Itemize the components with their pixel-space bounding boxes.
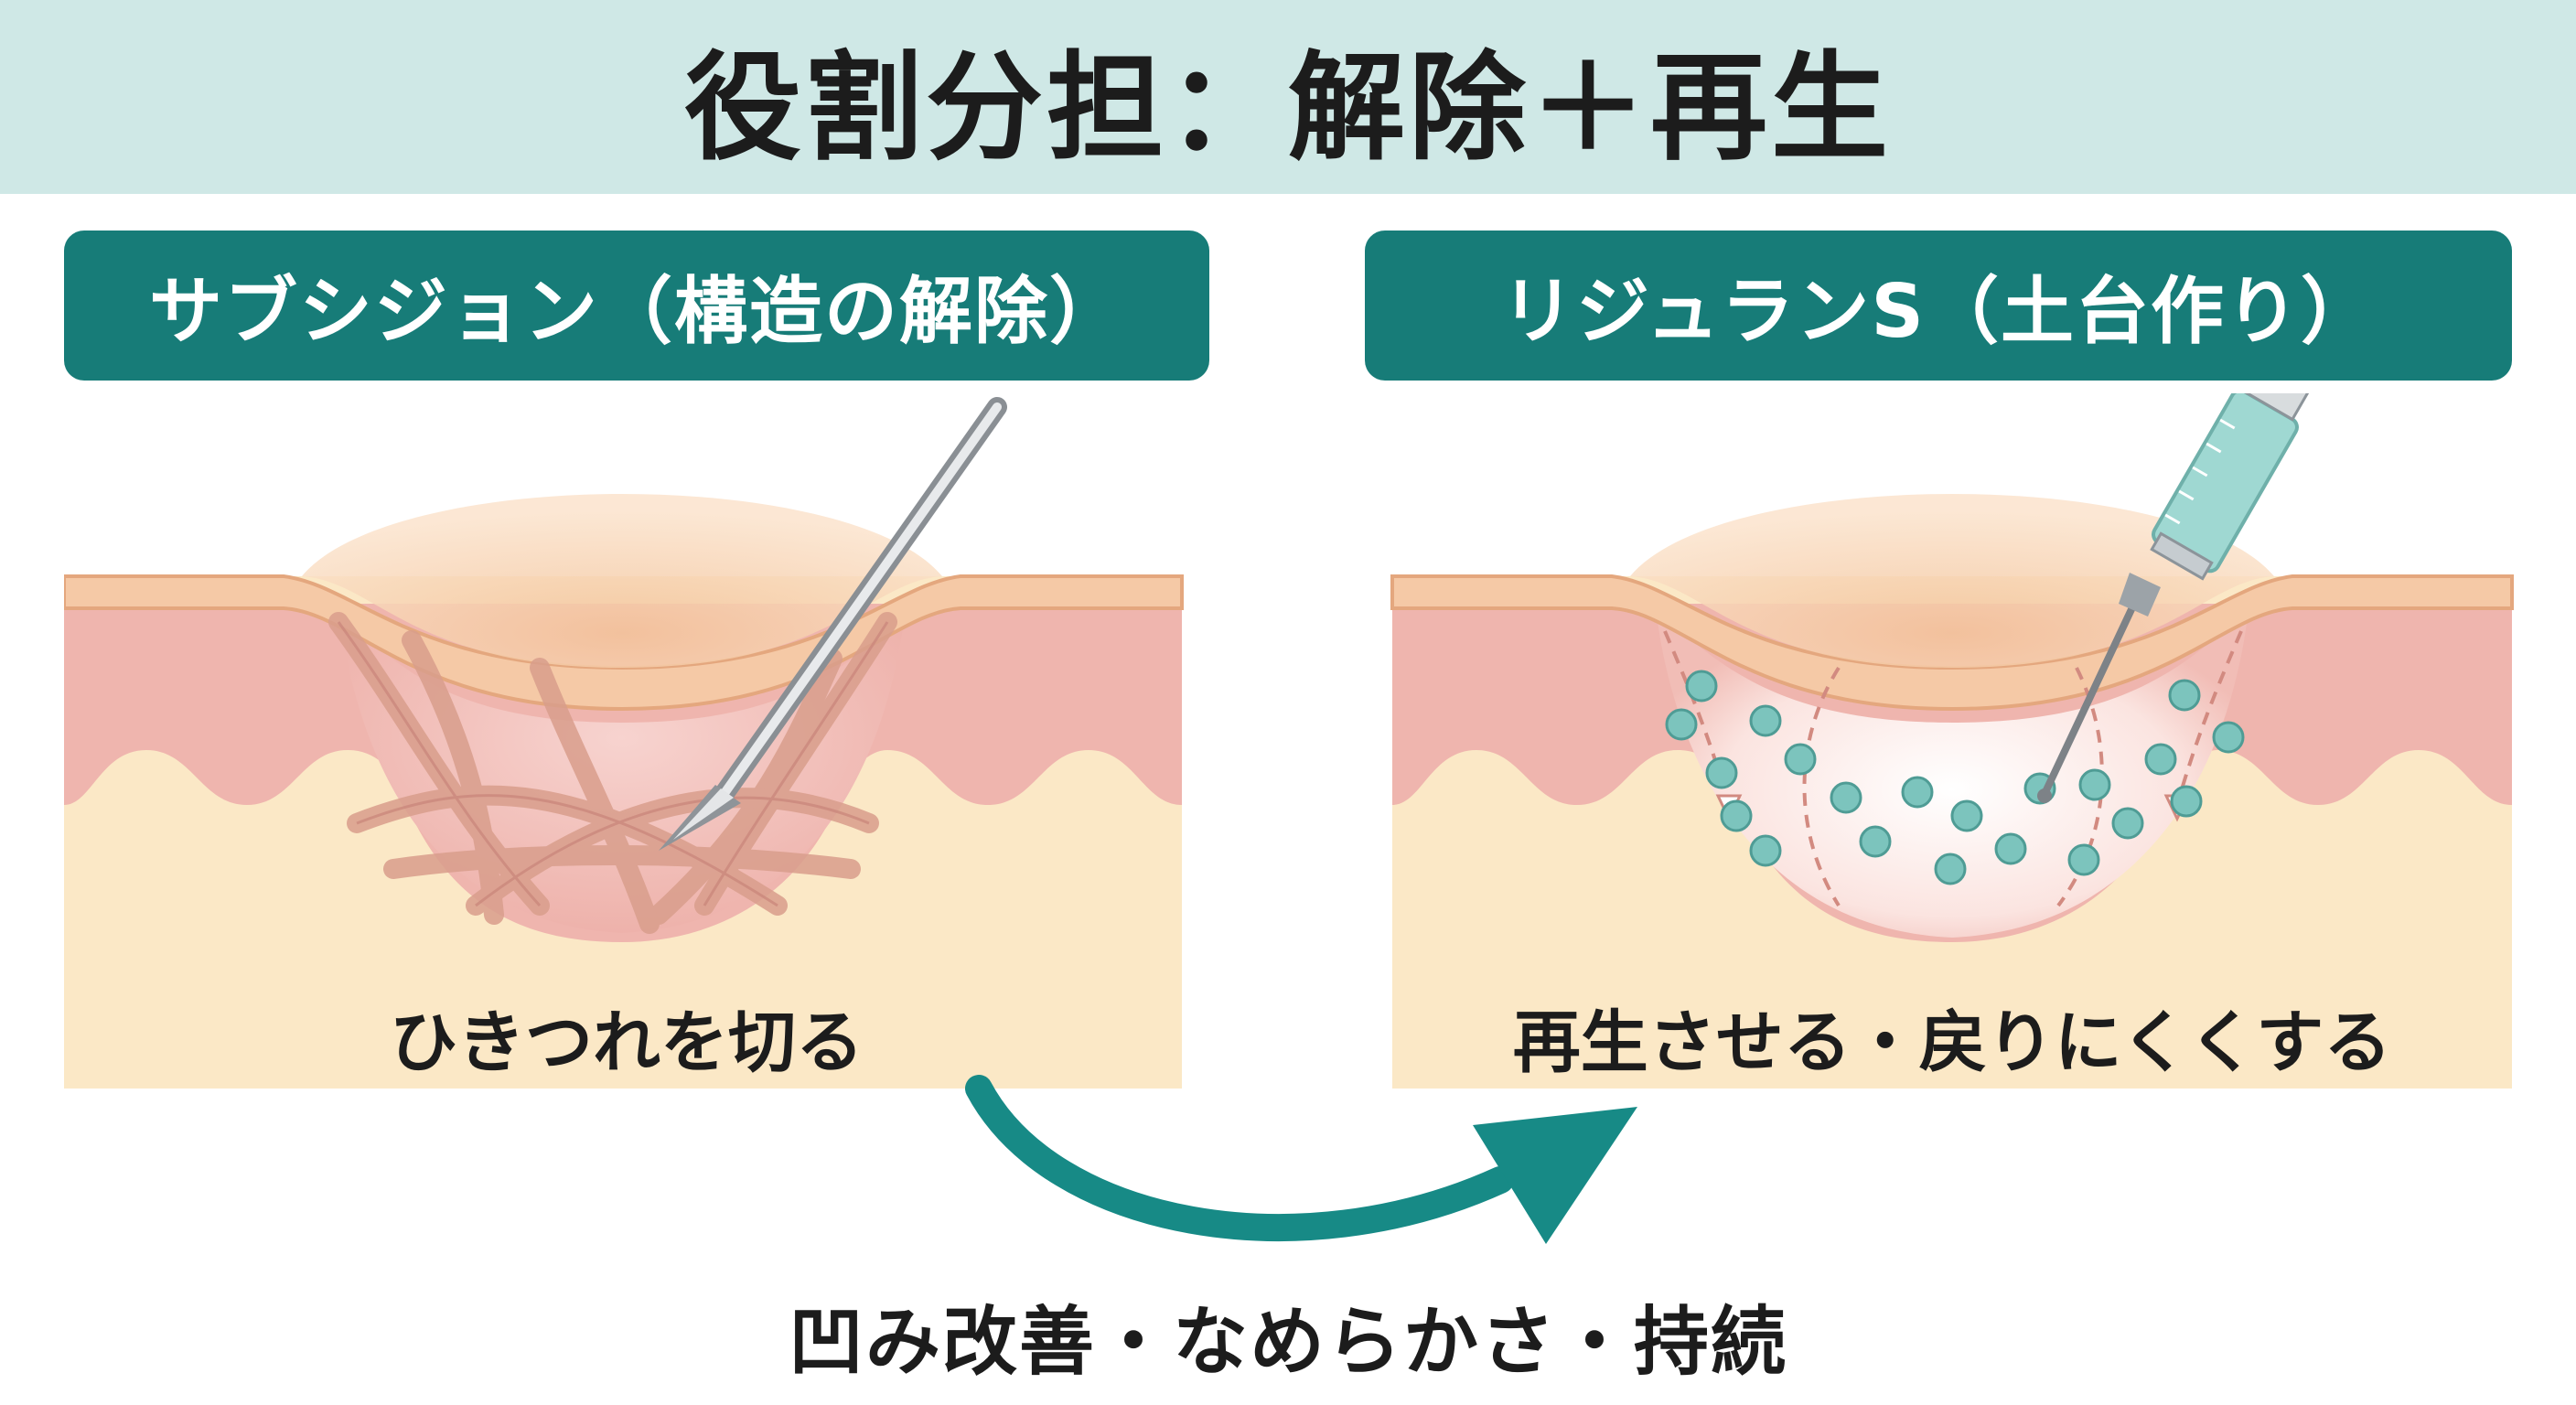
regeneration-area (1656, 608, 2249, 938)
epidermis (64, 574, 1184, 712)
needle-icon (659, 397, 1007, 851)
subcision-illustration (64, 397, 1184, 1089)
skin-bump (1630, 494, 2274, 668)
subcision-caption: ひきつれを切る (390, 1003, 864, 1082)
page-title: 役割分担：解除＋再生 (683, 39, 1892, 177)
rejuran-illustration (1390, 393, 2514, 1089)
rejuran-header: リジュランS（土台作り） (1365, 231, 2512, 381)
outcome-text: 凹み改善・なめらかさ・持続 (788, 1299, 1787, 1386)
skin-bump (302, 494, 942, 668)
curved-arrow-icon (965, 1075, 1637, 1244)
regenerative-particles (1665, 670, 2245, 885)
title-bar: 役割分担：解除＋再生 (0, 0, 2576, 194)
rejuran-caption: 再生させる・戻りにくくする (1512, 1003, 2392, 1082)
subcision-header: サブシジョン（構造の解除） (64, 231, 1209, 381)
epidermis (1390, 574, 2514, 712)
syringe-icon (2037, 393, 2313, 803)
